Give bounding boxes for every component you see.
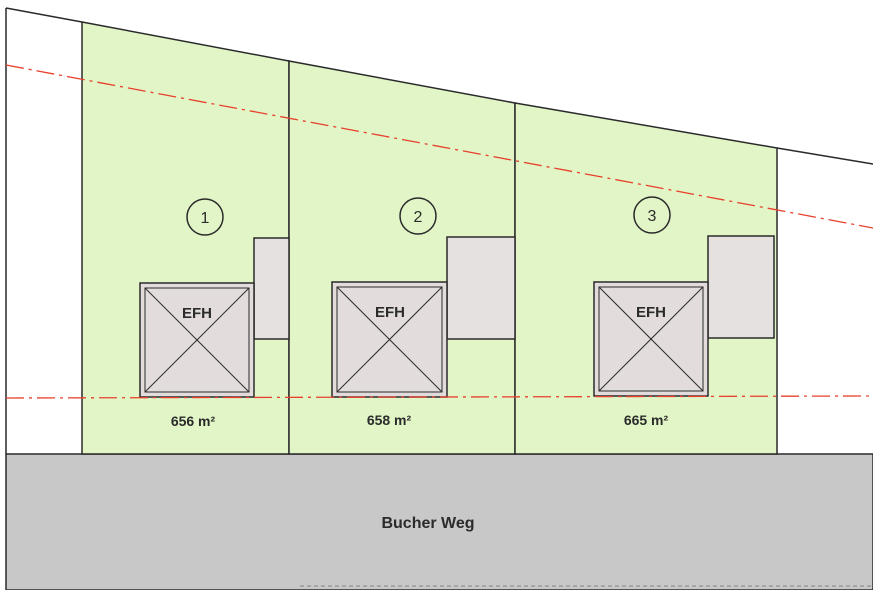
- lot-2-number: 2: [414, 209, 423, 226]
- road-area: [5, 453, 873, 590]
- lot-1-house-label: EFH: [182, 305, 212, 322]
- lot-3-area: 665 m²: [624, 412, 669, 428]
- lot-2-garage: [446, 236, 516, 340]
- lot-2-area: 658 m²: [367, 412, 412, 428]
- lot-3-garage: [707, 235, 775, 339]
- lot-1-garage: [253, 237, 290, 340]
- lot-2-house-label: EFH: [375, 304, 405, 321]
- lot-1-area: 656 m²: [171, 413, 216, 429]
- rear-setback-line: [5, 64, 873, 229]
- lot-1-house: [139, 282, 255, 398]
- lot-3-number: 3: [648, 208, 657, 225]
- front-setback-line: [5, 395, 873, 399]
- boundary-top-right: [776, 147, 873, 165]
- lot-1-number-circle: [186, 198, 224, 236]
- boundary-top-left: [5, 7, 83, 23]
- lot-3-number-circle: [633, 196, 671, 234]
- lot-1-number: 1: [201, 210, 210, 227]
- lot-3-house: [593, 281, 709, 397]
- lot-2-number-circle: [399, 197, 437, 235]
- lot-2-house: [331, 281, 448, 398]
- road-name: Bucher Weg: [381, 515, 474, 532]
- lot-3-house-label: EFH: [636, 304, 666, 321]
